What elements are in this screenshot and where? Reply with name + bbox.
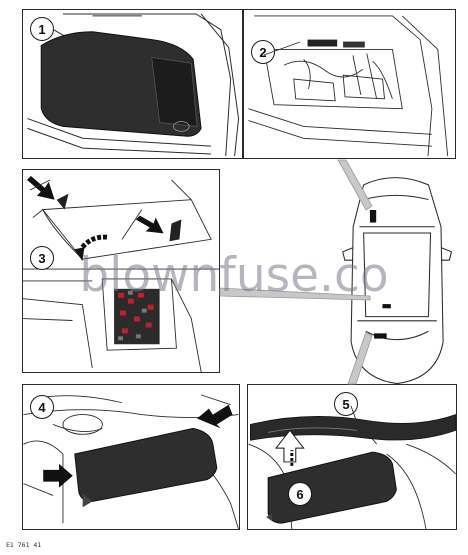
trim-cover-illustration xyxy=(27,13,240,157)
callout-6: 6 xyxy=(288,482,312,506)
engine-fuse-box-illustration xyxy=(23,394,239,529)
callout-2: 2 xyxy=(251,40,275,64)
panel-4-engine-fuse-box: 4 xyxy=(22,384,240,530)
panel-3-glovebox-fuse-panel: 3 xyxy=(22,169,220,373)
callout-1: 1 xyxy=(30,17,54,41)
panel-1-trim-cover: 1 xyxy=(22,9,243,159)
figure-id: E1 761 41 xyxy=(6,541,42,549)
callout-5: 5 xyxy=(334,392,358,416)
glovebox-fuse-panel-illustration xyxy=(23,175,219,372)
panel-2-fuse-box-exposed: 2 xyxy=(243,9,456,159)
fuse-box-exposed-illustration xyxy=(248,15,449,157)
callout-4: 4 xyxy=(30,395,54,419)
panel-5-6-remove-cover: 5 6 xyxy=(247,384,457,530)
vehicle-top-view xyxy=(342,177,453,385)
callout-3: 3 xyxy=(30,246,54,270)
